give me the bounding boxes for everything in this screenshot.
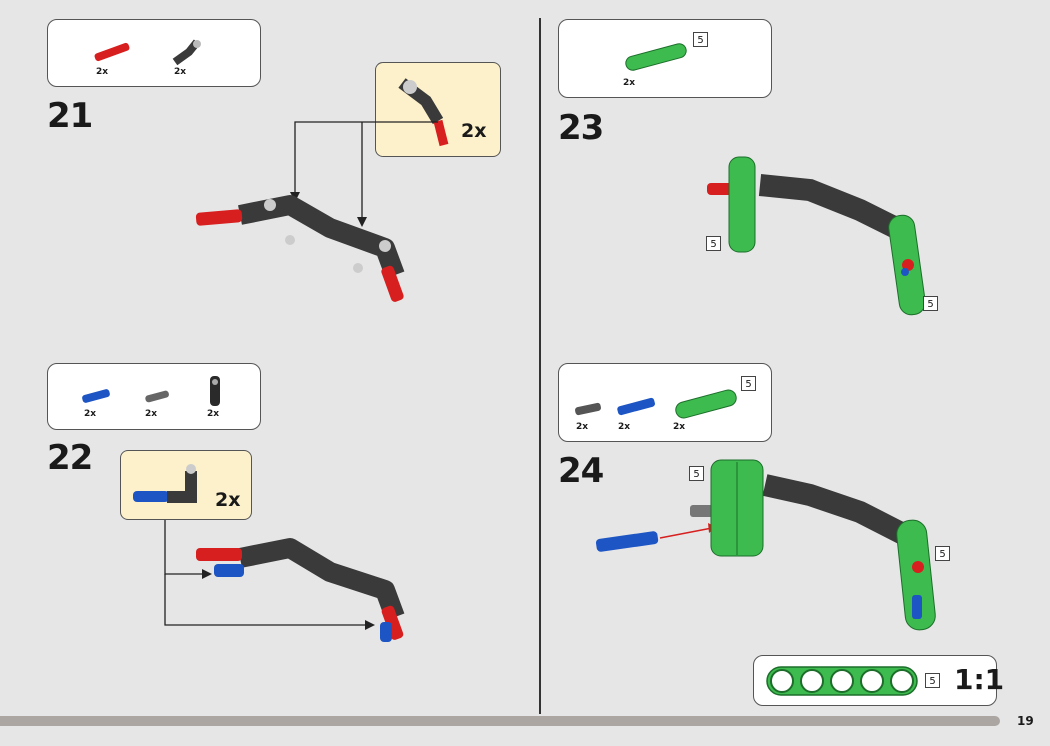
step-number: 24 xyxy=(558,451,604,491)
callout-step-22: 2x xyxy=(120,450,252,520)
blue-axle-pin-icon xyxy=(617,397,655,416)
part-qty: 2x xyxy=(618,422,631,432)
length-label: 5 xyxy=(689,466,704,481)
model-step-22 xyxy=(196,538,405,642)
angle-connector-icon xyxy=(172,39,201,66)
friction-pin-icon xyxy=(145,390,169,403)
callout-qty: 2x xyxy=(461,120,487,142)
model-step-24 xyxy=(595,459,936,631)
green-beam-icon xyxy=(675,389,737,419)
step-number: 21 xyxy=(47,96,93,136)
green-beam-icon xyxy=(625,43,687,71)
progress-bar xyxy=(0,716,1000,726)
part-qty: 2x xyxy=(673,422,686,432)
part-qty: 2x xyxy=(145,409,158,419)
part-qty: 2x xyxy=(207,409,220,419)
page-divider xyxy=(539,18,541,714)
callout-step-21: 2x xyxy=(375,62,501,157)
parts-list-step-22: 2x 2x 2x xyxy=(47,363,261,430)
step-number: 22 xyxy=(47,438,93,478)
black-connector-icon xyxy=(210,376,220,406)
length-label: 5 xyxy=(923,296,938,311)
part-qty: 2x xyxy=(174,67,187,77)
length-label: 5 xyxy=(741,376,756,391)
scale-label: 1:1 xyxy=(954,663,1005,696)
length-label: 5 xyxy=(706,236,721,251)
page-number: 19 xyxy=(1017,714,1034,728)
length-label: 5 xyxy=(925,673,940,688)
red-axle-pin-icon xyxy=(94,42,130,62)
step-number: 23 xyxy=(558,108,604,148)
model-step-21 xyxy=(195,195,405,302)
arrows-step-22 xyxy=(164,520,375,630)
part-qty: 2x xyxy=(84,409,97,419)
length-label: 5 xyxy=(935,546,950,561)
part-qty: 2x xyxy=(96,67,109,77)
friction-pin-icon xyxy=(575,402,601,416)
model-step-23 xyxy=(707,156,926,316)
subassembly-icon xyxy=(398,78,449,147)
callout-qty: 2x xyxy=(215,489,241,511)
blue-axle-pin-icon xyxy=(82,389,110,403)
part-qty: 2x xyxy=(576,422,589,432)
green-beam-1to1-icon xyxy=(766,666,918,696)
parts-list-step-21: 2x 2x xyxy=(47,19,261,87)
length-label: 5 xyxy=(693,32,708,47)
parts-list-step-24: 2x 2x 2x 5 xyxy=(558,363,772,442)
scale-reference-box: 5 1:1 xyxy=(753,655,1004,706)
part-qty: 2x xyxy=(623,78,636,88)
subassembly-icon xyxy=(133,464,197,503)
parts-list-step-23: 2x 5 xyxy=(558,19,772,98)
